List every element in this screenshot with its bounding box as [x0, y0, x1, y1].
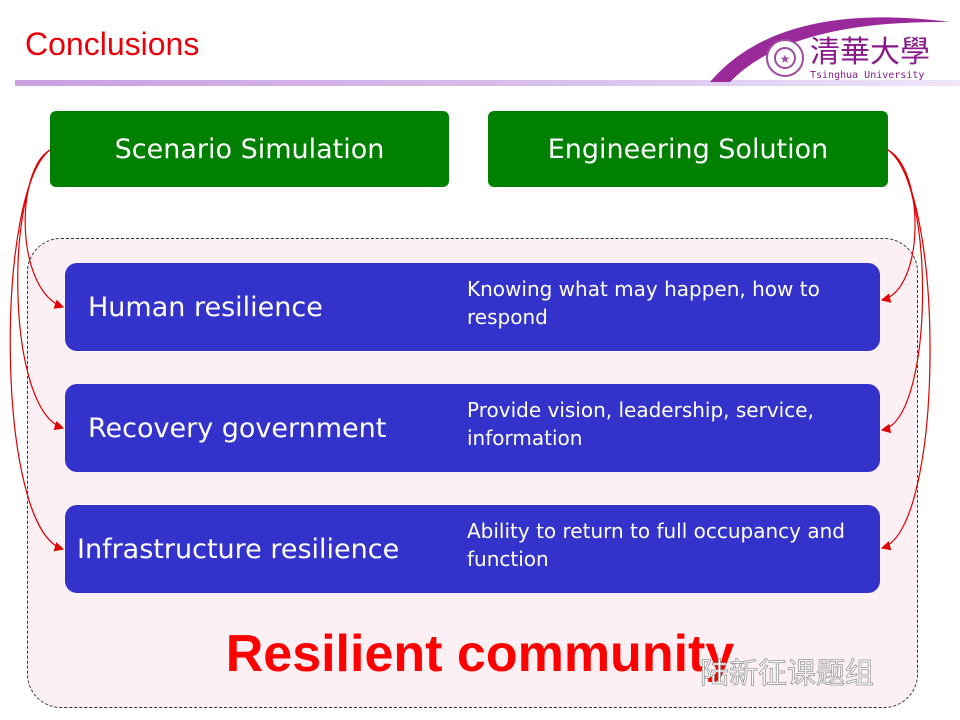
tsinghua-logo: ★ 清華大學 Tsinghua University	[710, 17, 950, 82]
row-label: Recovery government	[88, 412, 387, 444]
watermark: 陆新征课题组	[700, 656, 875, 691]
row-label: Infrastructure resilience	[77, 533, 400, 565]
arrow-left-3	[9, 149, 65, 552]
conclusion-text: Resilient community	[225, 625, 735, 683]
svg-text:清華大學: 清華大學	[810, 35, 930, 70]
human-resilience-box: Human resilience Knowing what may happen…	[65, 263, 880, 351]
row-description: Ability to return to full occupancy and …	[467, 519, 845, 571]
svg-text:★: ★	[780, 52, 791, 66]
slide-title: Conclusions	[25, 26, 200, 62]
scenario-simulation-box: Scenario Simulation	[50, 111, 449, 187]
arrow-left-2	[17, 149, 65, 431]
arrow-right-2	[880, 149, 924, 434]
row-description: Provide vision, leadership, service, inf…	[467, 398, 814, 450]
infrastructure-resilience-box: Infrastructure resilience Ability to ret…	[65, 505, 880, 593]
recovery-government-box: Recovery government Provide vision, lead…	[65, 384, 880, 472]
arrow-right-1	[880, 149, 916, 303]
title-divider	[15, 80, 960, 86]
row-label: Human resilience	[88, 291, 323, 323]
arrow-left-1	[24, 149, 65, 309]
arrow-right-3	[880, 149, 931, 551]
engineering-solution-box: Engineering Solution	[488, 111, 888, 187]
svg-text:Tsinghua University: Tsinghua University	[810, 70, 924, 81]
row-description: Knowing what may happen, how to respond	[467, 277, 820, 329]
